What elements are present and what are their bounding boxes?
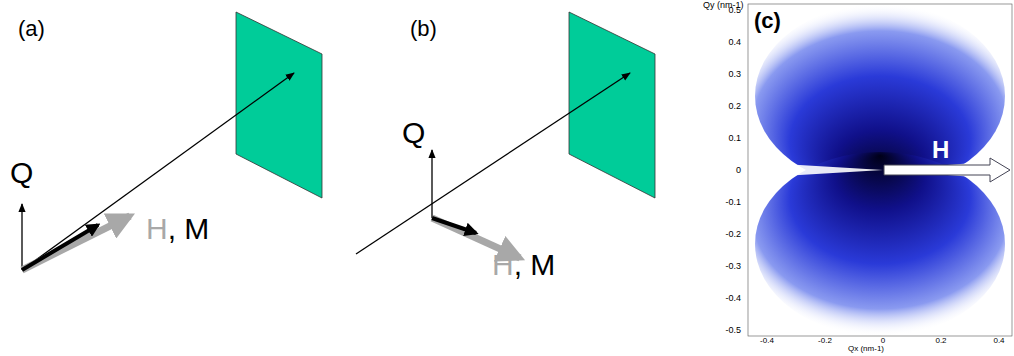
text-label: Q [402,118,425,148]
text-label: H [932,138,949,162]
beam-line [22,73,294,270]
tick-label: 0 [881,337,885,345]
text-label: (b) [410,18,437,40]
tick-label: -0.1 [725,198,741,207]
text-label: H [492,250,514,280]
text-label: Q [10,158,33,188]
tick-label: 0.2 [728,102,741,111]
plot-frame [748,4,1012,336]
text-label: , M [514,250,556,280]
scattering-lobe [755,152,1005,336]
tick-label: -0.2 [725,230,741,239]
minimum-wedge [748,162,883,178]
tick-label: 0.4 [993,337,1004,345]
tick-label: -0.4 [760,337,774,345]
magnetization-arrow [22,225,98,270]
text-label: (c) [754,10,781,32]
text-label: (a) [18,18,45,40]
tick-label: -0.3 [725,262,741,271]
magnetization-arrow [432,218,476,233]
tick-label: 0.4 [728,38,741,47]
tick-label: 0.2 [935,337,946,345]
tick-label: -0.5 [725,326,741,335]
tick-label: 0.3 [728,70,741,79]
q-axis [431,150,432,218]
tick-label: 0 [736,166,741,175]
tick-label: -0.4 [725,294,741,303]
plot-area [748,4,1012,336]
text-label: , M [168,214,210,244]
tick-label: -0.2 [818,337,832,345]
text-label: H [146,214,168,244]
tick-label: 0.1 [728,134,741,143]
axis-label: Qx (nm-1) [848,345,884,353]
field-arrow [22,216,130,270]
q-axis [21,204,22,270]
tick-label: 0.5 [728,6,741,15]
beam-line [356,73,630,254]
